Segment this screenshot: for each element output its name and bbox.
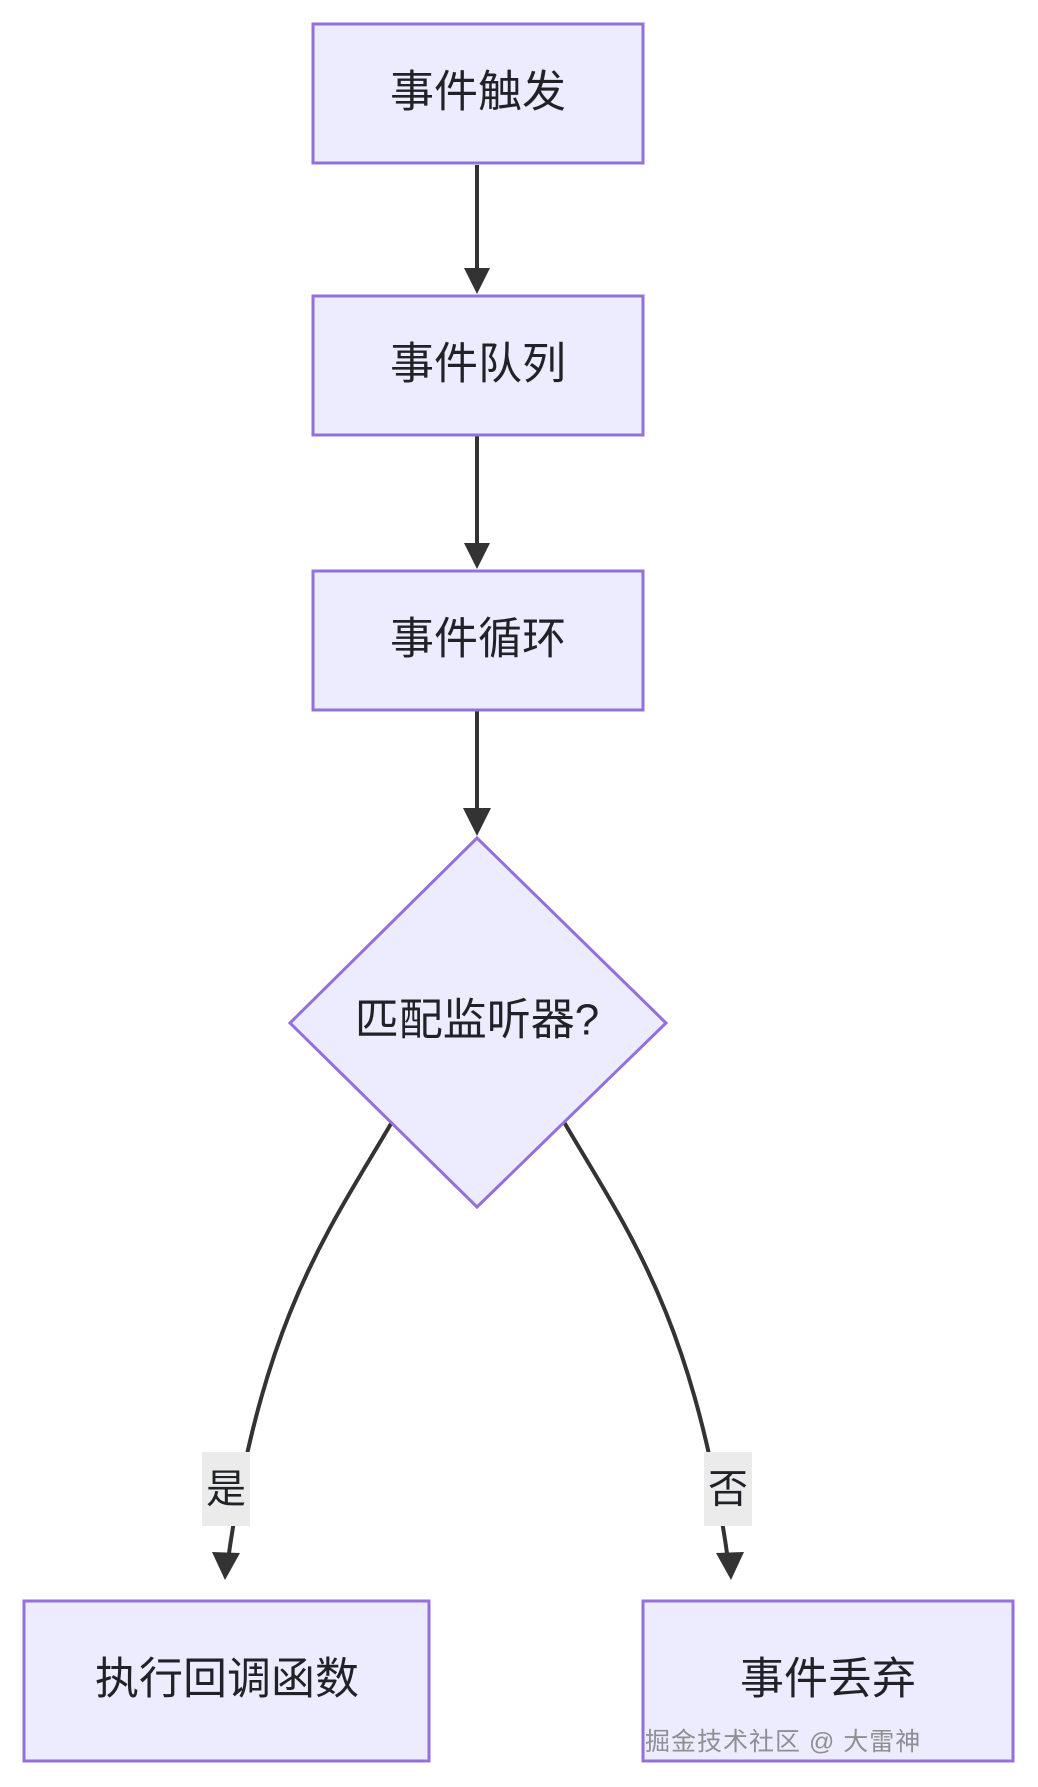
arrowhead-icon [716, 1552, 744, 1580]
edge-n2-n3 [464, 435, 490, 569]
edge-group: 是 否 [202, 165, 752, 1580]
node-label: 执行回调函数 [95, 1655, 359, 1704]
node-match-listener-decision[interactable]: 匹配监听器? [287, 835, 669, 1210]
node-shape-rect[interactable] [311, 22, 645, 165]
edge-n4-n5: 是 [202, 1120, 394, 1580]
arrowhead-icon [212, 1552, 240, 1580]
node-shape-rect[interactable] [311, 569, 645, 712]
edge-label-background [704, 1452, 752, 1526]
arrowhead-icon [464, 543, 490, 569]
arrowhead-icon [463, 808, 491, 836]
edge-line [226, 1120, 394, 1561]
node-label: 事件循环 [390, 615, 566, 664]
node-shape-rect[interactable] [22, 1599, 431, 1763]
edge-line [562, 1120, 730, 1561]
node-shape-rect[interactable] [641, 1599, 1015, 1763]
edge-label-background [202, 1452, 250, 1526]
edge-n4-n6: 否 [562, 1120, 752, 1580]
node-label: 事件丢弃 [740, 1655, 916, 1704]
edge-label-no: 否 [708, 1468, 748, 1512]
node-shape-diamond[interactable] [287, 835, 669, 1210]
node-label: 事件触发 [390, 68, 566, 117]
node-label: 事件队列 [390, 340, 566, 389]
node-event-discard[interactable]: 事件丢弃 [641, 1599, 1015, 1763]
edge-label-yes: 是 [206, 1468, 246, 1512]
edge-n3-n4 [463, 710, 491, 836]
node-execute-callback[interactable]: 执行回调函数 [22, 1599, 431, 1763]
arrowhead-icon [464, 268, 490, 294]
node-label: 匹配监听器? [355, 996, 599, 1045]
node-shape-rect[interactable] [311, 294, 645, 437]
node-group: 事件触发 事件队列 事件循环 匹配监听器? 执行回调函数 [22, 22, 1015, 1763]
edge-n1-n2 [464, 165, 490, 294]
node-event-queue[interactable]: 事件队列 [311, 294, 645, 437]
node-event-loop[interactable]: 事件循环 [311, 569, 645, 712]
node-event-trigger[interactable]: 事件触发 [311, 22, 645, 165]
